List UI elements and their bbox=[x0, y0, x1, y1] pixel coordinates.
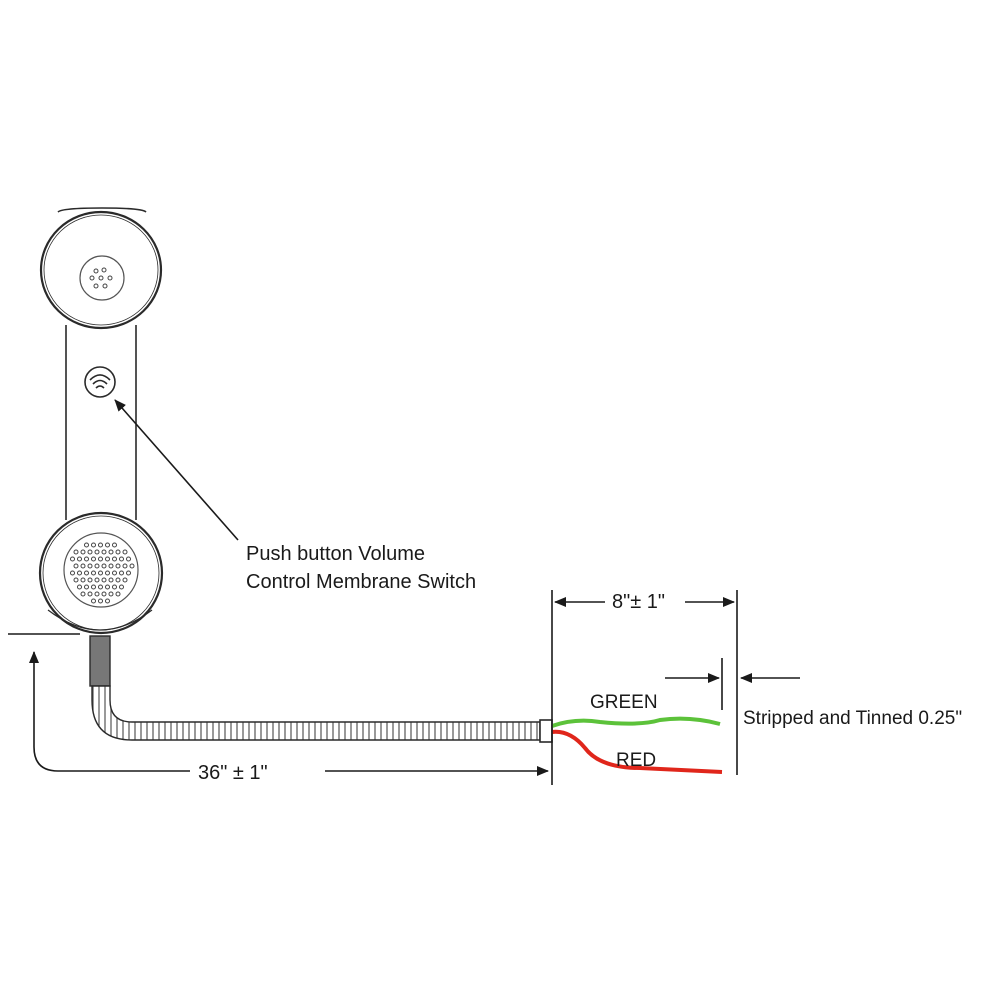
volume-switch-callout: Push button Volume Control Membrane Swit… bbox=[114, 399, 476, 593]
red-wire bbox=[551, 729, 723, 774]
wire-leads: GREEN RED bbox=[551, 692, 723, 774]
mouthpiece-grille bbox=[63, 532, 139, 608]
green-wire-label: GREEN bbox=[590, 692, 658, 713]
earpiece-grille bbox=[79, 255, 125, 301]
red-wire-label: RED bbox=[616, 750, 656, 771]
green-wire bbox=[551, 716, 721, 728]
armored-cord bbox=[89, 635, 553, 743]
handset bbox=[38, 207, 164, 635]
armored-cord-body bbox=[91, 685, 541, 741]
cord-length-label: 36" ± 1" bbox=[198, 762, 268, 784]
cord-end-ferrule bbox=[539, 719, 553, 743]
cord-length-dimension: 36" ± 1" bbox=[8, 590, 553, 785]
lead-length-label: 8"± 1" bbox=[612, 591, 665, 613]
mouthpiece-holes bbox=[70, 542, 135, 604]
strip-length-dimension: Stripped and Tinned 0.25" bbox=[665, 658, 962, 729]
earpiece-holes bbox=[89, 267, 113, 289]
earpiece-cap bbox=[57, 207, 147, 213]
callout-line-1: Push button Volume bbox=[246, 543, 425, 565]
handset-handle bbox=[65, 325, 137, 520]
lead-length-dimension: 8"± 1" bbox=[554, 590, 738, 775]
cord-strain-relief bbox=[89, 635, 111, 687]
volume-button-icon bbox=[84, 366, 116, 398]
callout-line-2: Control Membrane Switch bbox=[246, 571, 476, 593]
strip-length-label: Stripped and Tinned 0.25" bbox=[743, 708, 962, 729]
